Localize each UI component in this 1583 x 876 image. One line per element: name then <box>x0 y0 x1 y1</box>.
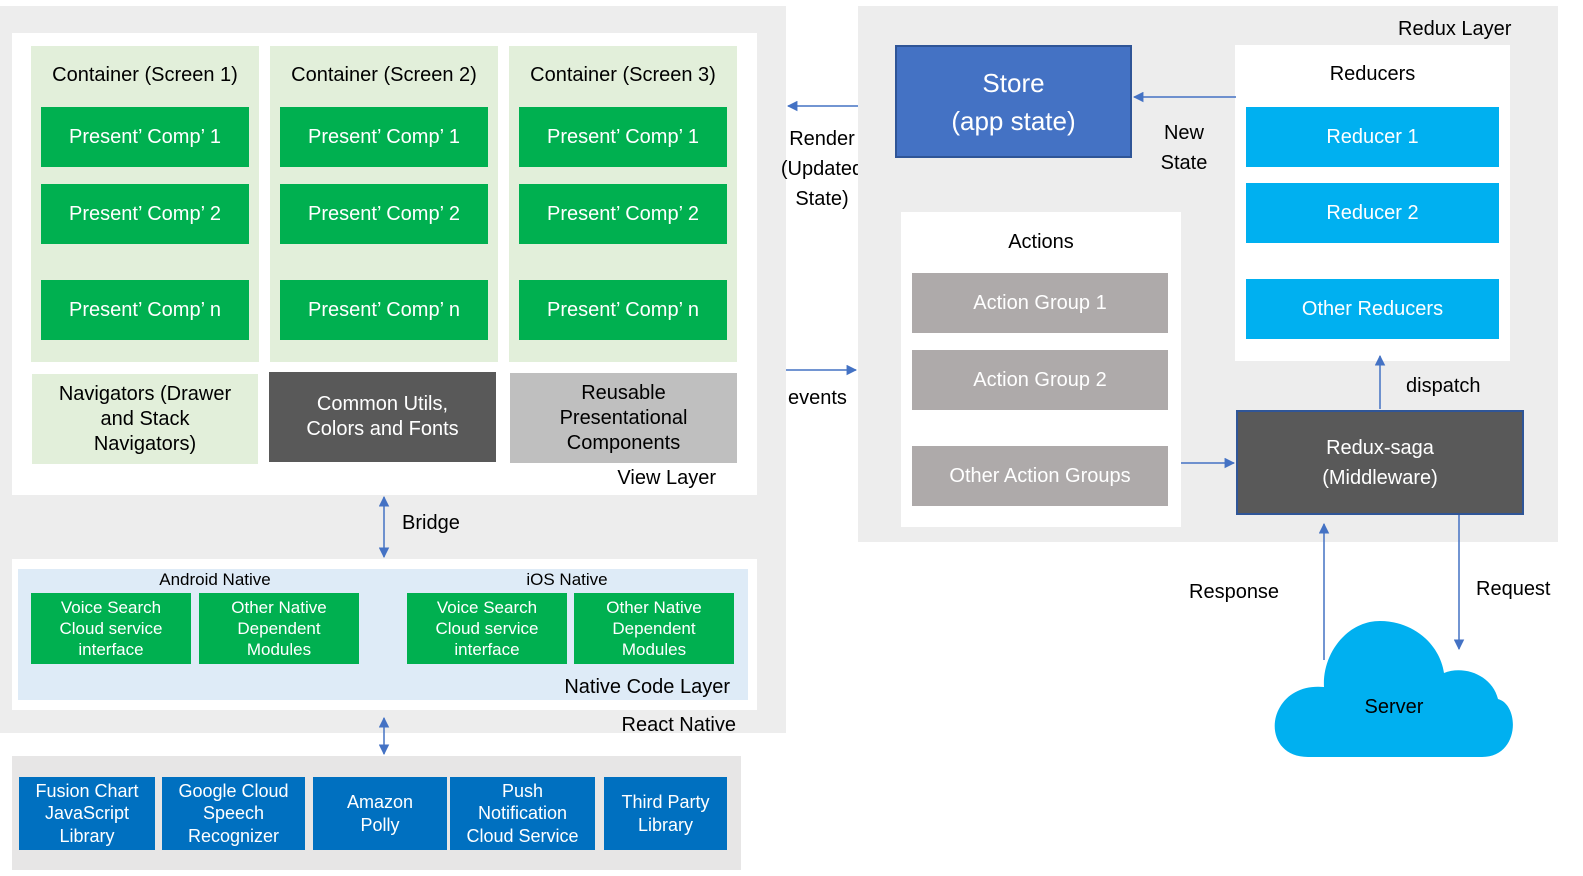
present-comp-box: Present’ Comp’ n <box>519 280 727 340</box>
reducer-box: Reducer 2 <box>1246 183 1499 243</box>
reducers-title: Reducers <box>1329 63 1416 85</box>
action-group-box: Action Group 1 <box>912 273 1168 333</box>
present-comp-box: Present’ Comp’ 2 <box>519 184 727 244</box>
saga-subtitle: (Middleware) <box>1322 466 1438 489</box>
present-comp-box: Present’ Comp’ 1 <box>41 107 249 167</box>
present-comp-box: Present’ Comp’ 1 <box>519 107 727 167</box>
library-box: Amazon Polly <box>313 777 447 850</box>
common-utils-box: Common Utils, Colors and Fonts <box>269 372 496 462</box>
redux-saga-box: Redux-saga (Middleware) <box>1236 410 1524 515</box>
container-title: Container (Screen 2) <box>291 64 477 86</box>
request-label: Request <box>1476 578 1551 600</box>
reducer-box: Other Reducers <box>1246 279 1499 339</box>
present-comp-box: Present’ Comp’ n <box>280 280 488 340</box>
library-box: Third Party Library <box>604 777 727 850</box>
action-group-box: Action Group 2 <box>912 350 1168 410</box>
events-label: events <box>788 387 847 409</box>
library-box: Google Cloud Speech Recognizer <box>162 777 305 850</box>
actions-title: Actions <box>1008 231 1074 253</box>
new-state-label: New State <box>1160 122 1208 174</box>
store-title: Store <box>982 67 1045 98</box>
navigators-box: Navigators (Drawer and Stack Navigators) <box>32 374 258 464</box>
library-box: Push Notification Cloud Service <box>450 777 595 850</box>
present-comp-box: Present’ Comp’ n <box>41 280 249 340</box>
present-comp-box: Present’ Comp’ 2 <box>280 184 488 244</box>
library-box: Fusion Chart JavaScript Library <box>19 777 155 850</box>
saga-title: Redux-saga <box>1326 436 1434 459</box>
ios-native-title: iOS Native <box>526 570 608 589</box>
reducer-box: Reducer 1 <box>1246 107 1499 167</box>
android-native-title: Android Native <box>159 570 271 589</box>
android-voice-search-box: Voice Search Cloud service interface <box>31 593 191 664</box>
store-subtitle: (app state) <box>951 105 1076 136</box>
view-layer-label: View Layer <box>617 467 716 489</box>
redux-layer-label: Redux Layer <box>1398 18 1512 40</box>
reusable-components-box: Reusable Presentational Components <box>510 373 737 463</box>
dispatch-label: dispatch <box>1406 375 1481 397</box>
bridge-label: Bridge <box>402 512 460 534</box>
server-cloud-icon <box>1274 621 1513 757</box>
ios-voice-search-box: Voice Search Cloud service interface <box>407 593 567 664</box>
response-label: Response <box>1189 581 1280 603</box>
render-label: Render (Updated State) <box>780 128 864 210</box>
present-comp-box: Present’ Comp’ 2 <box>41 184 249 244</box>
present-comp-box: Present’ Comp’ 1 <box>280 107 488 167</box>
android-other-modules-box: Other Native Dependent Modules <box>199 593 359 664</box>
action-group-box: Other Action Groups <box>912 446 1168 506</box>
store-box: Store (app state) <box>895 45 1132 158</box>
server-label: Server <box>1364 696 1424 718</box>
react-native-label: React Native <box>621 714 737 736</box>
ios-other-modules-box: Other Native Dependent Modules <box>574 593 734 664</box>
container-title: Container (Screen 3) <box>530 64 716 86</box>
container-title: Container (Screen 1) <box>52 64 238 86</box>
native-layer-label: Native Code Layer <box>564 676 730 698</box>
